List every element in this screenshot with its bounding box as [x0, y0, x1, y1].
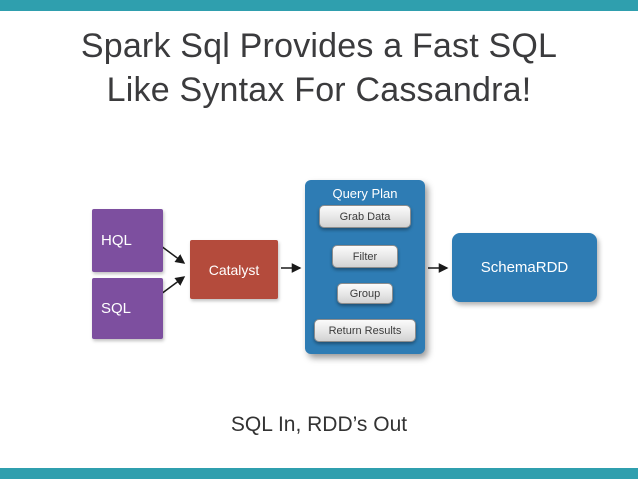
- node-schemardd: SchemaRDD: [452, 233, 597, 302]
- step-grab-data: Grab Data: [319, 205, 411, 228]
- node-sql-label: SQL: [101, 300, 132, 317]
- step-group: Group: [337, 283, 393, 304]
- top-accent-bar: [0, 0, 638, 11]
- query-plan-title: Query Plan: [332, 186, 398, 201]
- slide-title: Spark Sql Provides a Fast SQL Like Synta…: [0, 24, 638, 112]
- step-filter: Filter: [332, 245, 398, 268]
- title-line-2: Like Syntax For Cassandra!: [106, 71, 532, 109]
- node-catalyst: Catalyst: [190, 240, 278, 299]
- node-schemardd-label: SchemaRDD: [480, 259, 569, 276]
- title-line-1: Spark Sql Provides a Fast SQL: [80, 27, 558, 65]
- step-return-results: Return Results: [314, 319, 416, 342]
- slide-caption: SQL In, RDD’s Out: [230, 413, 408, 436]
- node-catalyst-label: Catalyst: [208, 261, 260, 278]
- node-hql-label: HQL: [101, 232, 132, 249]
- bottom-accent-bar: [0, 468, 638, 479]
- node-hql: HQL: [92, 209, 163, 272]
- node-sql: SQL: [92, 278, 163, 339]
- node-query-plan: Query Plan Grab Data Filter Group Return…: [305, 180, 425, 354]
